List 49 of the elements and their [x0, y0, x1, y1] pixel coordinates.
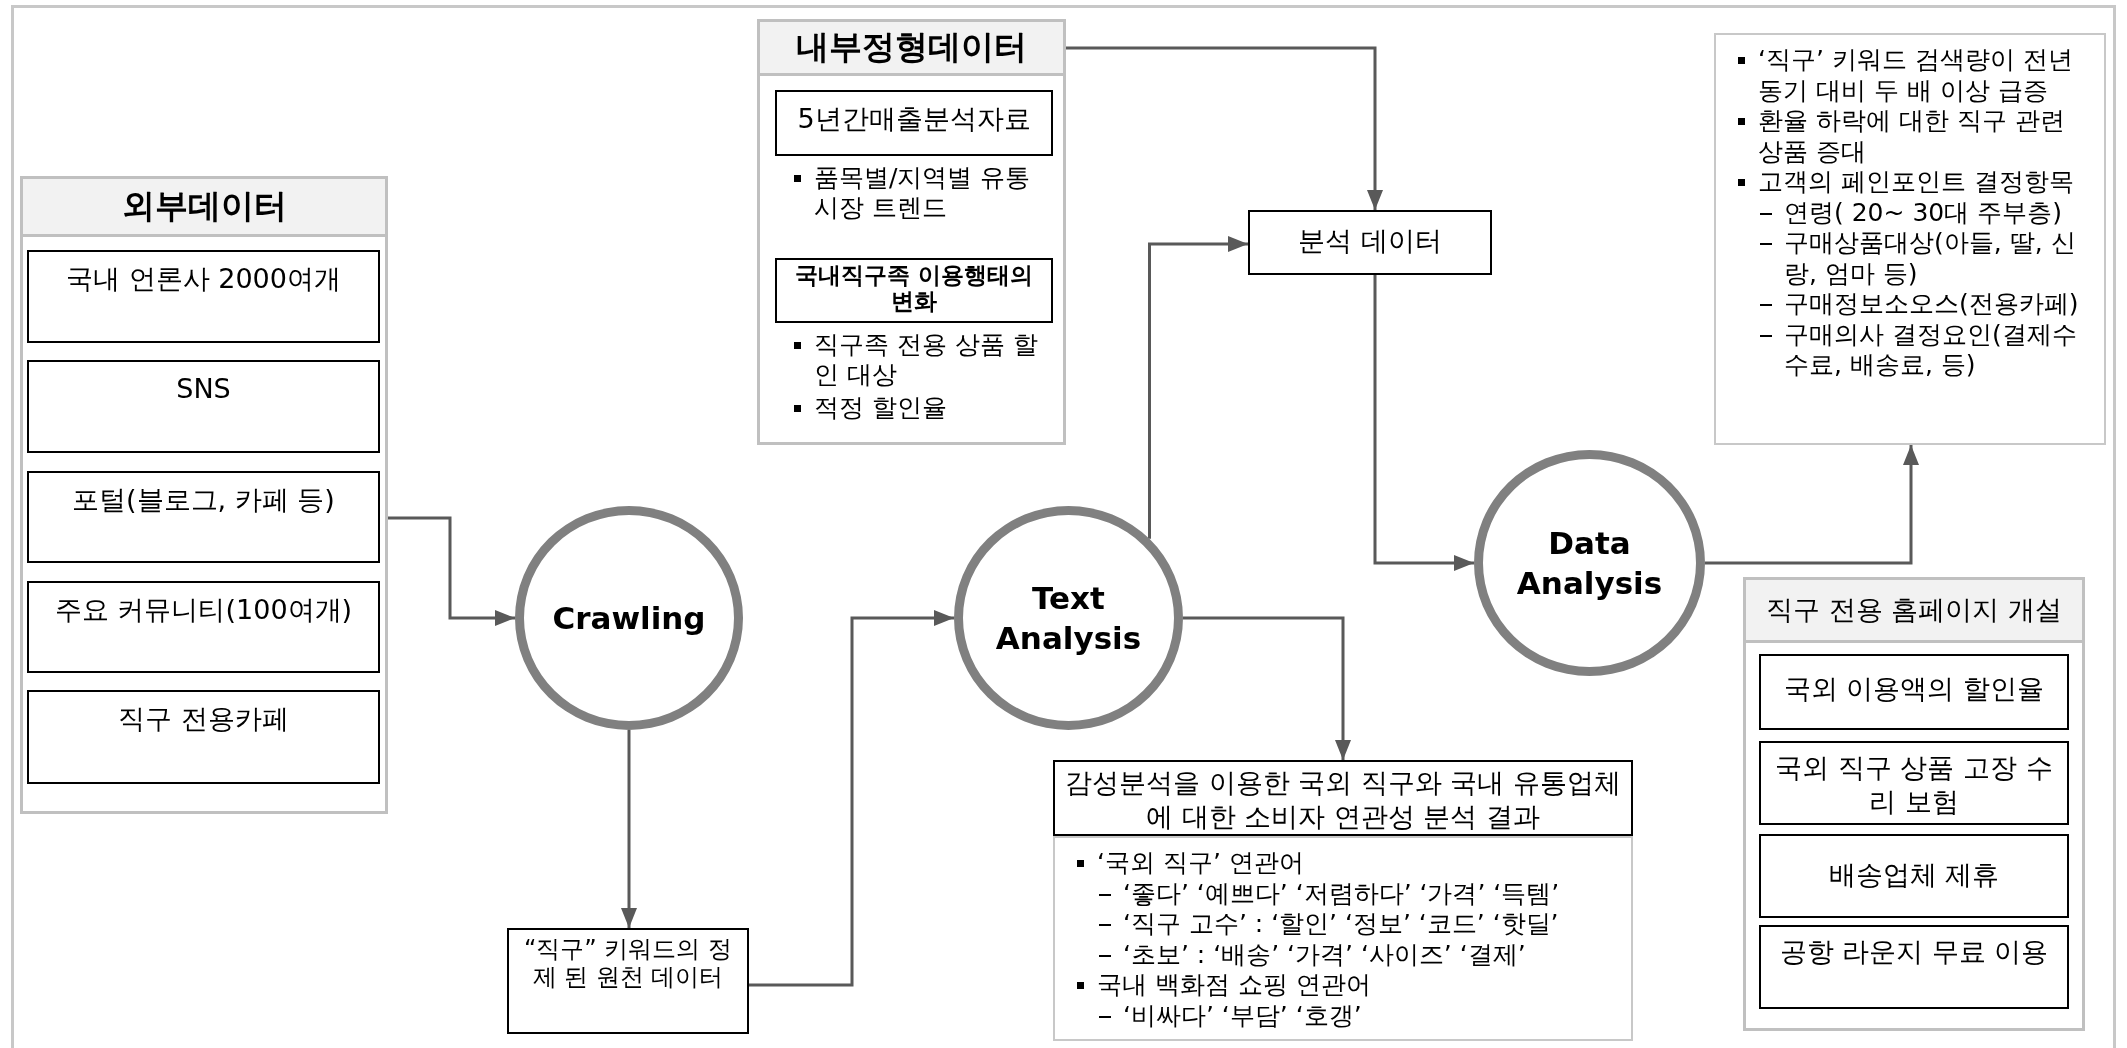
- source-box: 주요 커뮤니티(100여개): [27, 581, 380, 673]
- source-panel: [757, 19, 1066, 445]
- connector-arrow: [388, 516, 515, 626]
- source-panel: [20, 176, 388, 814]
- bullet-item: ‘국외 직구’ 연관어: [1073, 848, 1621, 879]
- sub-item: ‘초보’ : ‘배송’ ‘가격’ ‘사이즈’ ‘결제’: [1073, 939, 1621, 970]
- panel-header: 내부정형데이터: [757, 19, 1066, 76]
- connector-arrow: [749, 610, 954, 987]
- bullet-text: 직구족 전용 상품 할인 대상: [790, 330, 1052, 390]
- panel-header: 외부데이터: [20, 176, 388, 237]
- process-circle: Text Analysis: [954, 506, 1183, 730]
- sub-item: 연령( 20~ 30대 주부층): [1734, 197, 2094, 228]
- connector-arrow: [1373, 275, 1474, 571]
- action-box: 공항 라운지 무료 이용: [1759, 925, 2069, 1009]
- panel-header: 직구 전용 홈페이지 개설: [1743, 577, 2085, 643]
- connector-arrow: [1705, 445, 1919, 565]
- sub-item: ‘비싸다’ ‘부담’ ‘호갱’: [1073, 1000, 1621, 1031]
- action-panel: [1743, 577, 2085, 1031]
- bullet-item: 국내 백화점 쇼핑 연관어: [1073, 970, 1621, 1001]
- bullet-item: 환율 하락에 대한 직구 관련 상품 증대: [1734, 106, 2094, 167]
- connector-arrow: [1148, 236, 1248, 539]
- sub-item: 구매상품대상(아들, 딸, 신랑, 엄마 등): [1734, 228, 2094, 289]
- action-box: 국외 이용액의 할인율: [1759, 654, 2069, 730]
- data-box: 5년간매출분석자료: [775, 90, 1053, 156]
- result-list: [1053, 836, 1633, 1041]
- data-box: 국내직구족 이용행태의 변화: [775, 258, 1053, 323]
- bullet-item: 고객의 페인포인트 결정항목: [1734, 167, 2094, 198]
- sub-item: ‘좋다’ ‘예쁘다’ ‘저렴하다’ ‘가격’ ‘득템’: [1073, 878, 1621, 909]
- bullet-text: 적정 할인율: [790, 393, 1052, 423]
- action-box: 국외 직구 상품 고장 수리 보험: [1759, 741, 2069, 825]
- source-box: 국내 언론사 2000여개: [27, 250, 380, 343]
- data-box: “직구” 키워드의 정제 된 원천 데이터: [507, 928, 749, 1034]
- sub-item: 구매정보소오스(전용카페): [1734, 289, 2094, 320]
- source-box: SNS: [27, 360, 380, 453]
- connector-arrow: [1066, 46, 1383, 210]
- action-box: 배송업체 제휴: [1759, 834, 2069, 918]
- sub-item: ‘직구 고수’ : ‘할인’ ‘정보’ ‘코드’ ‘핫딜’: [1073, 909, 1621, 940]
- result-list: [1714, 33, 2106, 445]
- process-circle: Crawling: [515, 506, 743, 730]
- source-box: 직구 전용카페: [27, 690, 380, 784]
- source-box: 포털(블로그, 카페 등): [27, 471, 380, 563]
- result-header: 감성분석을 이용한 국외 직구와 국내 유통업체에 대한 소비자 연관성 분석 결과: [1053, 760, 1633, 836]
- bullet-item: ‘직구’ 키워드 검색량이 전년 동기 대비 두 배 이상 급증: [1734, 45, 2094, 106]
- process-circle: Data Analysis: [1474, 450, 1705, 676]
- sub-item: 구매의사 결정요인(결제수수료, 배송료, 등): [1734, 319, 2094, 381]
- connector-arrow: [621, 728, 637, 928]
- connector-arrow: [1183, 616, 1351, 760]
- data-box: 분석 데이터: [1248, 210, 1492, 275]
- bullet-text: 품목별/지역별 유통시장 트렌드: [790, 163, 1052, 223]
